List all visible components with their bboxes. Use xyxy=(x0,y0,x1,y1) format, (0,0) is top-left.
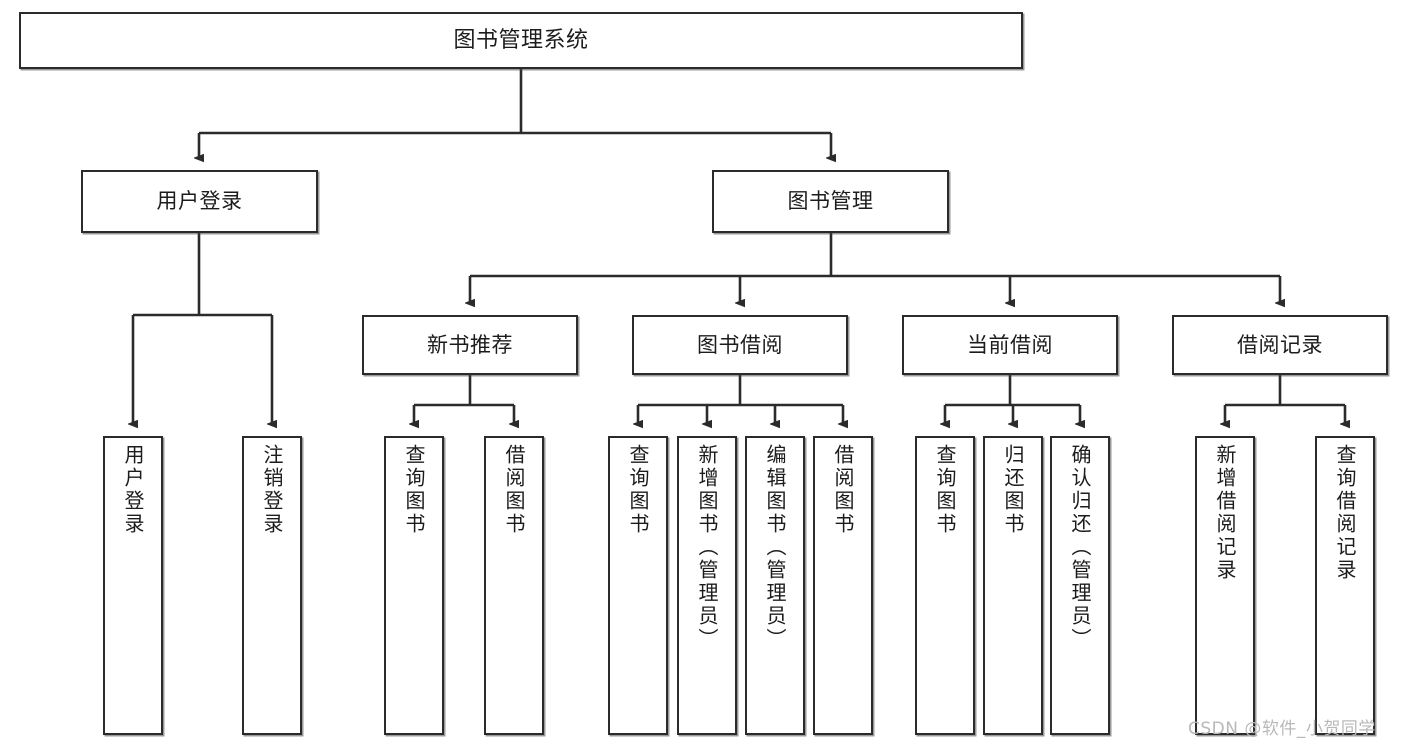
node-root-system[interactable]: 图书管理系统 xyxy=(19,12,1023,69)
leaf-user-login-logout[interactable]: 注销登录 xyxy=(242,436,302,735)
node-label: 编辑图书（管理员） xyxy=(763,444,787,651)
leaf-user-login-login[interactable]: 用户登录 xyxy=(103,436,163,735)
node-label: 图书管理 xyxy=(787,189,874,214)
node-label: 当前借阅 xyxy=(967,332,1053,357)
leaf-new-book-query[interactable]: 查询图书 xyxy=(384,436,444,735)
node-borrow-record[interactable]: 借阅记录 xyxy=(1172,315,1388,375)
leaf-new-book-borrow[interactable]: 借阅图书 xyxy=(484,436,544,735)
node-label: 查询图书 xyxy=(626,444,650,536)
node-label: 新增图书（管理员） xyxy=(695,444,719,651)
node-book-borrow[interactable]: 图书借阅 xyxy=(632,315,848,375)
node-label: 借阅图书 xyxy=(502,444,526,536)
csdn-watermark: CSDN @软件_小贺同学 xyxy=(1188,719,1376,739)
node-current-borrow[interactable]: 当前借阅 xyxy=(902,315,1118,375)
node-label: 新增借阅记录 xyxy=(1213,444,1237,582)
node-book-management[interactable]: 图书管理 xyxy=(712,170,949,233)
node-label: 图书借阅 xyxy=(697,332,783,357)
leaf-borrow-record-query[interactable]: 查询借阅记录 xyxy=(1315,436,1375,735)
node-label: 确认归还（管理员） xyxy=(1068,444,1092,651)
leaf-book-borrow-add-admin[interactable]: 新增图书（管理员） xyxy=(677,436,737,735)
node-label: 用户登录 xyxy=(121,444,145,536)
leaf-current-borrow-query[interactable]: 查询图书 xyxy=(915,436,975,735)
node-label: 注销登录 xyxy=(260,444,284,536)
node-label: 查询图书 xyxy=(402,444,426,536)
node-label: 查询图书 xyxy=(933,444,957,536)
leaf-current-borrow-confirm-admin[interactable]: 确认归还（管理员） xyxy=(1050,436,1110,735)
node-label: 图书管理系统 xyxy=(453,27,589,53)
leaf-current-borrow-return[interactable]: 归还图书 xyxy=(983,436,1043,735)
leaf-borrow-record-add[interactable]: 新增借阅记录 xyxy=(1195,436,1255,735)
leaf-book-borrow-query[interactable]: 查询图书 xyxy=(608,436,668,735)
node-label: 借阅记录 xyxy=(1237,332,1323,357)
leaf-book-borrow-borrow[interactable]: 借阅图书 xyxy=(813,436,873,735)
node-label: 用户登录 xyxy=(156,189,243,214)
node-label: 借阅图书 xyxy=(831,444,855,536)
node-new-book-recommend[interactable]: 新书推荐 xyxy=(362,315,578,375)
node-label: 归还图书 xyxy=(1001,444,1025,536)
leaf-book-borrow-edit-admin[interactable]: 编辑图书（管理员） xyxy=(745,436,805,735)
node-label: 新书推荐 xyxy=(427,332,513,357)
node-user-login[interactable]: 用户登录 xyxy=(81,170,318,233)
node-label: 查询借阅记录 xyxy=(1333,444,1357,582)
